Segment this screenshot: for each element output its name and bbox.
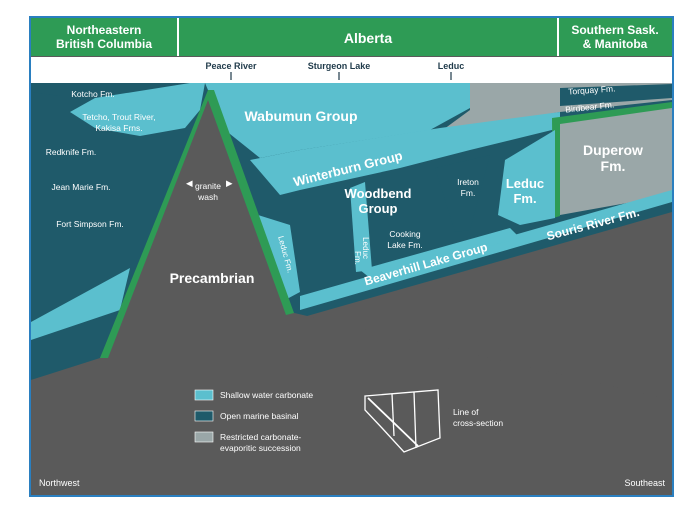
location-peace-river: Peace River — [205, 61, 257, 71]
legend-swatch-shallow — [194, 389, 214, 401]
tetcho-area — [70, 83, 205, 136]
granite-wash-edge — [100, 90, 294, 358]
leduc-reef-big — [498, 130, 555, 225]
location-leduc: Leduc — [438, 61, 465, 71]
header-sask — [559, 18, 672, 56]
label-tetcho-2: Kakisa Frns. — [95, 123, 142, 133]
legend-swatch-restricted — [194, 431, 214, 443]
label-southeast: Southeast — [624, 478, 665, 488]
arrow-right-icon: ▶ — [226, 178, 233, 188]
label-cooking-lake-2: Lake Fm. — [387, 240, 422, 250]
header-alberta-label: Alberta — [344, 30, 392, 46]
header-bc-line1: Northeastern — [67, 23, 142, 37]
label-jean-marie: Jean Marie Fm. — [51, 182, 110, 192]
header-bc — [31, 18, 177, 56]
label-redknife: Redknife Fm. — [46, 147, 97, 157]
header-alberta — [179, 18, 557, 56]
label-wabumun: Wabumun Group — [244, 108, 357, 124]
legend-label-restricted-1: Restricted carbonate- — [220, 432, 301, 442]
label-fort-simpson: Fort Simpson Fm. — [56, 219, 124, 229]
location-strip — [31, 57, 672, 83]
label-duperow-2: Fm. — [601, 158, 626, 174]
label-duperow-1: Duperow — [583, 142, 643, 158]
label-kotcho: Kotcho Fm. — [71, 89, 114, 99]
header-sask-line1: Southern Sask. — [571, 23, 658, 37]
precambrian-area — [31, 95, 672, 495]
header-sask-line2: & Manitoba — [583, 37, 648, 51]
label-tetcho-1: Tetcho, Trout River, — [82, 112, 155, 122]
map-outline-icon — [364, 389, 441, 453]
arrow-left-icon: ◀ — [186, 178, 193, 188]
leduc-slope-reef — [258, 215, 300, 300]
label-precambrian: Precambrian — [170, 270, 255, 286]
label-cooking-lake-1: Cooking — [389, 229, 420, 239]
legend-swatch-basinal — [194, 410, 214, 422]
label-northwest: Northwest — [39, 478, 80, 488]
label-granite-wash-1: granite — [195, 181, 221, 191]
map-label-2: cross-section — [453, 418, 503, 428]
label-leduc-big-2: Fm. — [513, 191, 536, 206]
label-torquay: Torquay Fm. — [568, 83, 616, 96]
label-woodbend-1: Woodbend — [345, 186, 412, 201]
map-label-1: Line of — [453, 407, 479, 417]
legend-label-shallow: Shallow water carbonate — [220, 390, 313, 400]
header-bc-line2: British Columbia — [56, 37, 152, 51]
duperow-area — [555, 104, 672, 215]
legend-label-restricted-2: evaporitic succession — [220, 443, 301, 453]
label-leduc-small-1: Leduc — [361, 237, 370, 259]
label-granite-wash-2: wash — [197, 192, 218, 202]
location-sturgeon-lake: Sturgeon Lake — [308, 61, 371, 71]
legend-label-basinal: Open marine basinal — [220, 411, 299, 421]
leduc-reef-small — [350, 182, 372, 272]
beaverhill-band — [300, 190, 672, 310]
winterburn-area — [250, 112, 560, 195]
label-ireton-1: Ireton — [457, 177, 479, 187]
label-leduc-small-2: Fm. — [353, 251, 362, 265]
label-ireton-2: Fm. — [461, 188, 476, 198]
torquay-band — [560, 84, 672, 106]
label-leduc-big-1: Leduc — [506, 176, 544, 191]
label-woodbend-2: Group — [359, 201, 398, 216]
wabumun-area — [205, 83, 470, 158]
